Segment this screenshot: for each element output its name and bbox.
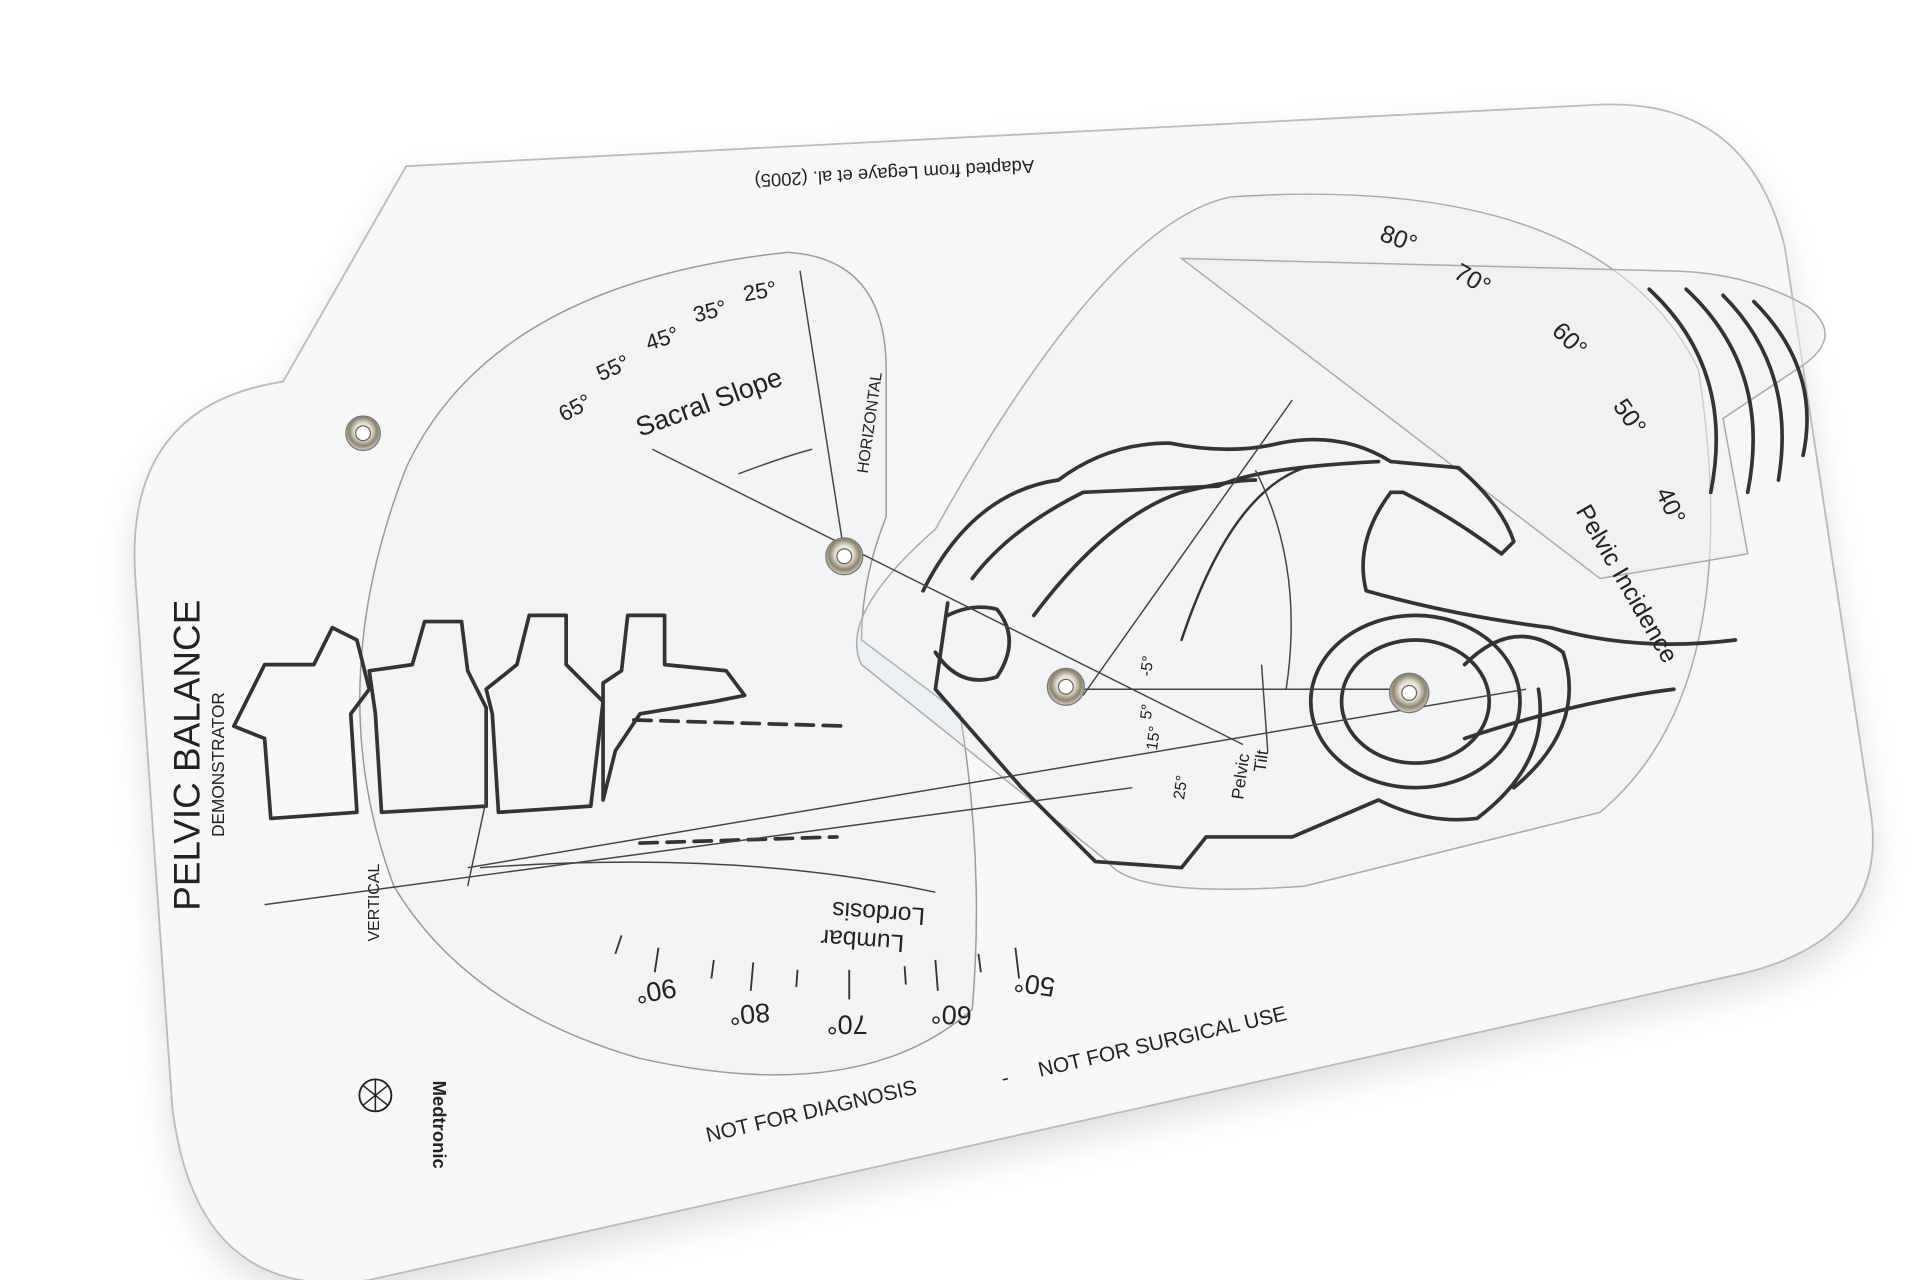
lumbar-lordosis-scale: 50° 60° 70° 80° 90°: [633, 967, 1057, 1041]
pelvic-incidence-tab: [1179, 257, 1826, 580]
reference-lines: [264, 270, 1527, 906]
device-title: PELVIC BALANCE: [166, 600, 207, 911]
lumbar-tick: 70°: [827, 1009, 868, 1040]
lumbar-tick: 90°: [633, 973, 679, 1011]
rivet-pelvic-pivot[interactable]: [1046, 667, 1085, 706]
rivet-hip-pivot[interactable]: [1388, 672, 1430, 714]
rivet-sacral-pivot[interactable]: [825, 537, 864, 576]
lumbar-label-line2: Lordosis: [831, 896, 926, 929]
sacral-slope-tick: 25°: [741, 276, 778, 306]
disclaimer-separator: -: [999, 1066, 1011, 1090]
grip-lines: [1647, 287, 1809, 495]
pelvic-tilt-tick: 5°: [1138, 703, 1157, 721]
device-subtitle: DEMONSTRATOR: [208, 692, 228, 837]
lumbar-tick: 50°: [1012, 967, 1057, 1003]
pelvic-tilt-tick: 25°: [1171, 774, 1191, 800]
medtronic-logo-icon: [358, 1078, 393, 1113]
lumbar-tick: 80°: [728, 997, 771, 1031]
rivet-top-left: [345, 415, 381, 452]
brand-name: Medtronic: [429, 1081, 450, 1169]
lumbar-vertebrae-drawing: [232, 613, 852, 845]
vertical-label: VERTICAL: [366, 863, 383, 941]
pelvic-tilt-tick: 15°: [1144, 725, 1164, 751]
pelvis-drawing: [921, 437, 1738, 870]
pelvic-tilt-tick: -5°: [1138, 655, 1158, 678]
lumbar-tick: 60°: [930, 999, 973, 1032]
pelvic-tilt-scale: 25° 15° 5° -5°: [1138, 655, 1191, 801]
lumbar-scale-ticks: [614, 935, 1020, 1000]
pelvic-tilt-line2: Tilt: [1249, 748, 1272, 773]
lumbar-label-line1: Lumbar: [820, 924, 905, 957]
